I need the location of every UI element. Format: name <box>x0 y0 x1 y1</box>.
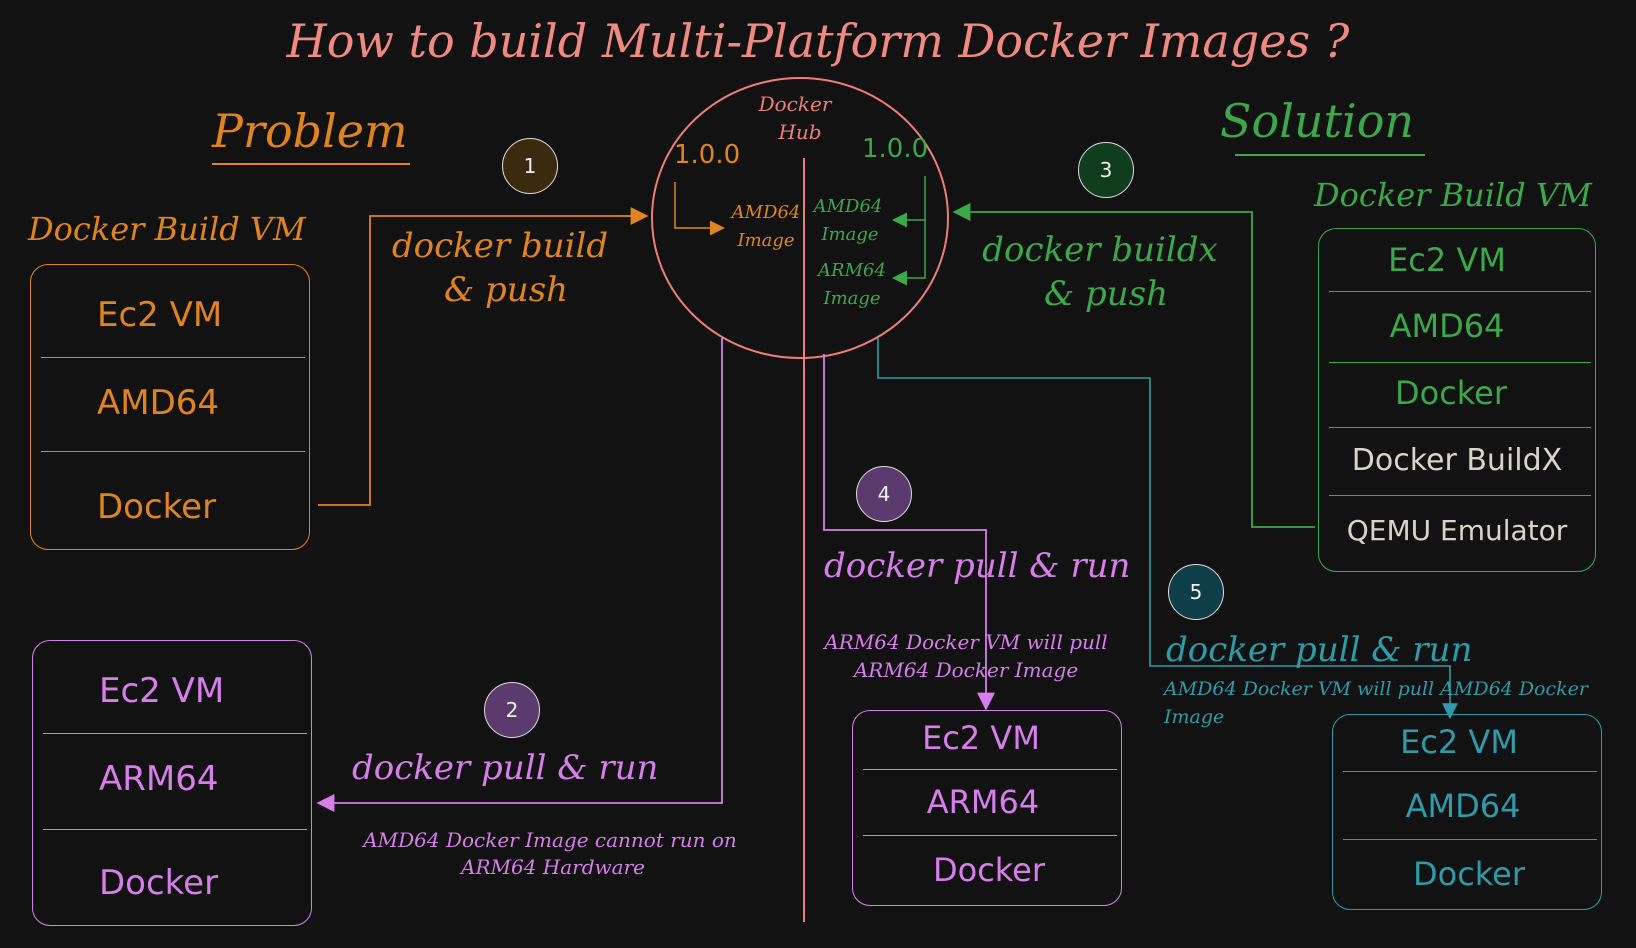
problem-build-vm-box: Ec2 VM AMD64 Docker <box>30 264 310 550</box>
hub-arm-image-right-1: ARM64 <box>818 260 886 281</box>
step-3-label-line2: & push <box>1043 274 1169 314</box>
vm-row-label: Ec2 VM <box>922 719 1040 757</box>
hub-title-line1: Docker <box>758 92 832 116</box>
hub-amd-image-right-2: Image <box>821 224 879 245</box>
step-4-note-line2: ARM64 Docker Image <box>853 658 1079 682</box>
step-badge-2: 2 <box>484 682 540 738</box>
hub-amd-image-left-2: Image <box>737 230 795 251</box>
solution-heading: Solution <box>1220 94 1415 148</box>
divider <box>43 829 307 830</box>
amd-vm-right-box: Ec2 VM AMD64 Docker <box>1332 714 1602 910</box>
arm-vm-left-box: Ec2 VM ARM64 Docker <box>32 640 312 926</box>
arrow-pull-left <box>316 338 723 812</box>
hub-version-right: 1.0.0 <box>862 134 929 164</box>
arrow-pull-center <box>823 354 995 711</box>
step-3-label-line1: docker buildx <box>982 230 1218 270</box>
arrow-hub-right-arm <box>892 220 926 286</box>
step-5-note-line1: AMD64 Docker VM will pull AMD64 Docker <box>1164 678 1588 700</box>
hub-amd-image-left-1: AMD64 <box>731 202 801 223</box>
vm-row-label: QEMU Emulator <box>1346 514 1568 547</box>
vm-row-label: Ec2 VM <box>99 671 225 711</box>
step-badge-3: 3 <box>1078 142 1134 198</box>
divider <box>43 733 307 734</box>
divider <box>41 451 305 452</box>
step-5-note-line2: Image <box>1164 706 1225 728</box>
vm-row-label: Docker <box>97 487 217 527</box>
vm-row-label: AMD64 <box>97 383 220 423</box>
arrow-buildx-push <box>952 203 1315 528</box>
vm-row-label: Ec2 VM <box>1400 723 1518 761</box>
vm-row-label: AMD64 <box>1389 307 1505 345</box>
step-1-label-line2: & push <box>443 270 569 310</box>
step-2-note-line1: AMD64 Docker Image cannot run on <box>363 828 737 852</box>
step-4-label: docker pull & run <box>824 546 1131 586</box>
arrow-pull-right <box>877 338 1458 720</box>
step-badge-5: 5 <box>1168 564 1224 620</box>
vm-row-label: ARM64 <box>926 783 1040 821</box>
arrow-build-push <box>318 207 649 506</box>
step-1-label-line1: docker build <box>391 226 609 266</box>
solution-build-vm-box: Ec2 VM AMD64 Docker Docker BuildX QEMU E… <box>1318 228 1596 572</box>
step-5-label: docker pull & run <box>1166 630 1473 670</box>
vm-row-label: ARM64 <box>99 759 219 799</box>
problem-build-vm-heading: Docker Build VM <box>28 210 306 248</box>
arm-vm-center-box: Ec2 VM ARM64 Docker <box>852 710 1122 906</box>
divider <box>863 835 1117 836</box>
step-2-note-line2: ARM64 Hardware <box>461 855 645 879</box>
page-title: How to build Multi-Platform Docker Image… <box>286 14 1350 68</box>
divider <box>1343 839 1597 840</box>
divider <box>1343 771 1597 772</box>
divider <box>41 357 305 358</box>
vm-row-label: Docker BuildX <box>1351 443 1563 478</box>
step-2-label: docker pull & run <box>352 748 659 788</box>
step-4-note-line1: ARM64 Docker VM will pull <box>824 630 1108 654</box>
divider <box>863 769 1117 770</box>
vm-row-label: Docker <box>99 863 219 903</box>
hub-title-line2: Hub <box>778 120 822 144</box>
arrow-hub-left <box>674 182 725 236</box>
vm-row-label: Ec2 VM <box>97 295 223 335</box>
hub-arm-image-right-2: Image <box>823 288 881 309</box>
hub-amd-image-right-1: AMD64 <box>813 196 883 217</box>
divider <box>1329 291 1591 292</box>
hub-version-left: 1.0.0 <box>674 140 741 170</box>
divider <box>1329 427 1591 428</box>
vm-row-label: Docker <box>932 851 1046 889</box>
solution-build-vm-heading: Docker Build VM <box>1314 176 1592 214</box>
step-badge-1: 1 <box>502 138 558 194</box>
problem-heading: Problem <box>212 104 408 158</box>
arrow-hub-right-amd <box>892 176 926 228</box>
divider <box>1329 495 1591 496</box>
vm-row-label: Ec2 VM <box>1388 241 1506 279</box>
vm-row-label: Docker <box>1412 855 1526 893</box>
vm-row-label: Docker <box>1394 374 1508 412</box>
step-badge-4: 4 <box>856 466 912 522</box>
docker-hub-circle <box>651 77 949 359</box>
vm-row-label: AMD64 <box>1405 787 1521 825</box>
divider <box>1329 362 1591 363</box>
